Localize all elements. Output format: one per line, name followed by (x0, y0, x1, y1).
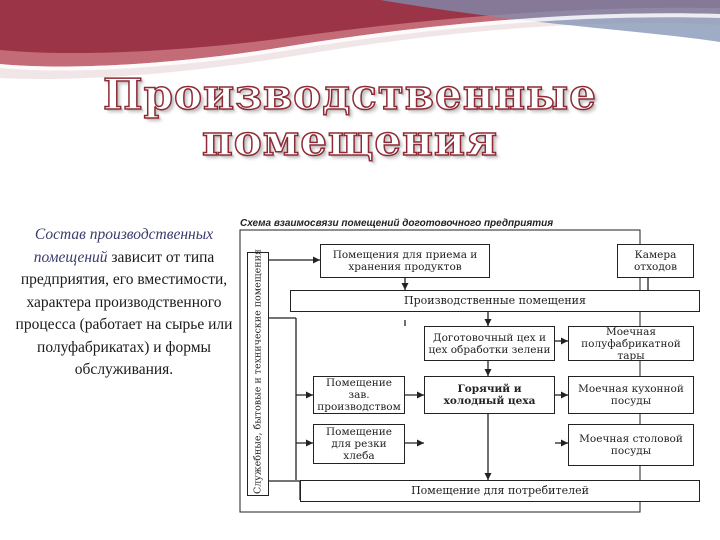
table-dish-wash-box: Моечная столовой посуды (568, 424, 694, 466)
side-description-rest: зависит от типа предприятия, его вместим… (15, 248, 233, 379)
reception-storage-box: Помещения для приема и хранения продукто… (320, 244, 490, 278)
slide-title-line2: помещения (201, 116, 499, 165)
waste-chamber-label: Камера отходов (633, 249, 678, 273)
waste-chamber-box: Камера отходов (617, 244, 694, 278)
semi-product-wash-label: Моечная полуфабрикатной тары (581, 325, 681, 362)
decorative-banner (0, 0, 720, 80)
pre-cooking-shop-box: Доготовочный цех и цех обработки зелени (424, 326, 555, 361)
service-rooms-box (247, 252, 269, 496)
table-dish-wash-label: Моечная столовой посуды (579, 433, 683, 457)
consumer-room-label: Помещение для потребителей (411, 484, 589, 497)
side-description: Состав производственных помещений зависи… (8, 224, 240, 382)
kitchen-dish-wash-box: Моечная кухонной посуды (568, 376, 694, 414)
service-rooms-label: Служебные, бытовые и технические помещен… (252, 249, 264, 494)
kitchen-dish-wash-label: Моечная кухонной посуды (578, 383, 684, 407)
consumer-room-bar: Помещение для потребителей (300, 480, 700, 502)
side-description-accent: Состав производственных помещений (33, 226, 214, 266)
slide-title: Производственные помещения (40, 70, 660, 165)
bread-cutting-box: Помещение для резки хлеба (313, 424, 405, 464)
production-rooms-bar: Производственные помещения (290, 290, 700, 312)
bread-cutting-label: Помещение для резки хлеба (325, 426, 393, 462)
production-rooms-label: Производственные помещения (404, 294, 586, 307)
production-manager-box: Помещение зав. производством (313, 376, 405, 414)
pre-cooking-shop-label: Доготовочный цех и цех обработки зелени (428, 331, 551, 356)
production-manager-label: Помещение зав. производством (317, 377, 401, 413)
slide-title-line1: Производственные (102, 70, 597, 119)
semi-product-wash-box: Моечная полуфабрикатной тары (568, 325, 694, 362)
hot-cold-shop-box: Горячий и холодный цеха (424, 376, 555, 414)
hot-cold-shop-label: Горячий и холодный цеха (443, 383, 536, 407)
reception-storage-label: Помещения для приема и хранения продукто… (332, 249, 478, 273)
diagram-title: Схема взаимосвязи помещений доготовочног… (240, 218, 554, 229)
